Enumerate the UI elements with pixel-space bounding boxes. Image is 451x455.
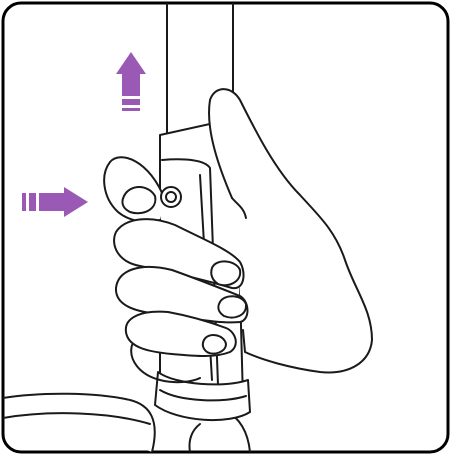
ring-nail	[218, 296, 246, 317]
index-nail	[122, 187, 155, 213]
middle-nail	[211, 261, 240, 285]
little-nail	[203, 335, 226, 354]
handle-button-inner	[166, 192, 176, 202]
